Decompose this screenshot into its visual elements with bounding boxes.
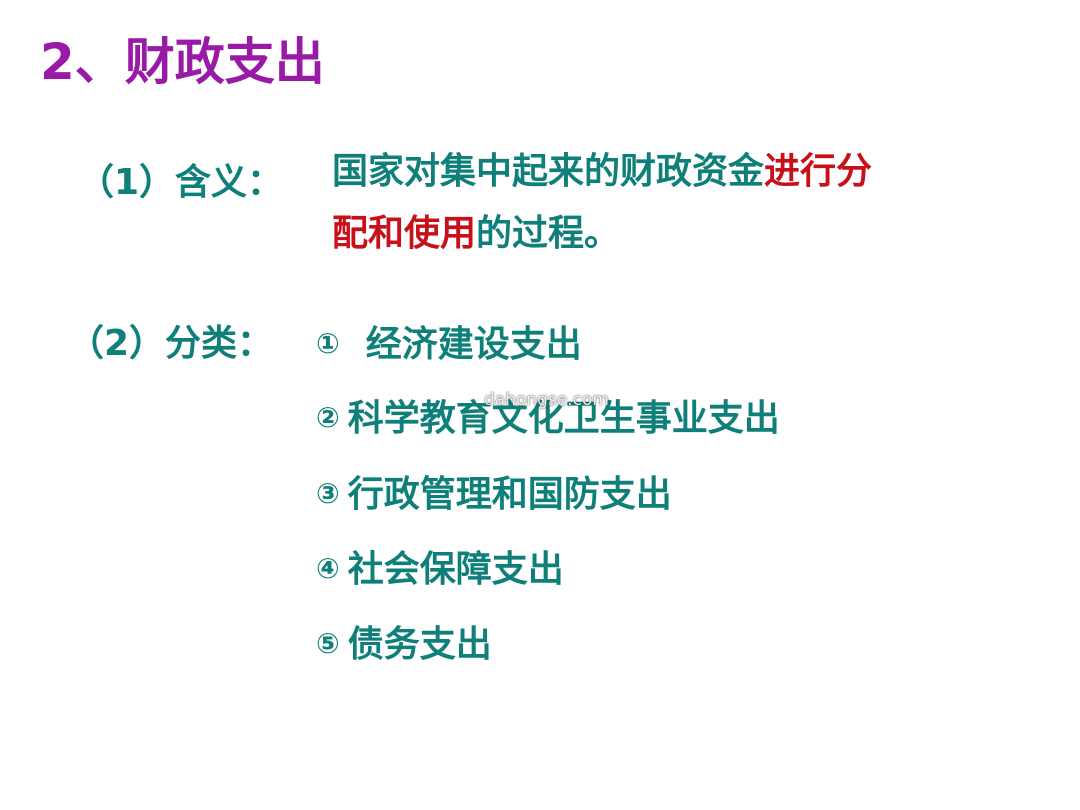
- item-marker: ④: [316, 552, 340, 585]
- item-text: 经济建设支出: [365, 324, 582, 365]
- definition-line-2: 配和使用的过程。: [332, 210, 620, 258]
- definition-highlight: 配和使用: [332, 213, 477, 254]
- item-marker: ②: [316, 401, 340, 434]
- item-text: 科学教育文化卫生事业支出: [347, 398, 780, 439]
- definition-text: 的过程。: [476, 213, 621, 254]
- watermark: dahongse.com: [484, 390, 609, 410]
- item-text: 行政管理和国防支出: [347, 474, 672, 515]
- page-title: 2、财政支出: [40, 33, 325, 91]
- item-text: 债务支出: [347, 624, 492, 665]
- definition-highlight: 进行分: [764, 151, 873, 192]
- definition-label: （1）含义：: [78, 162, 284, 203]
- definition-line-1: 国家对集中起来的财政资金进行分: [332, 148, 872, 196]
- item-marker: ①: [316, 327, 340, 360]
- classification-label: （2）分类：: [68, 323, 274, 364]
- item-text: 社会保障支出: [347, 549, 564, 590]
- item-marker: ⑤: [316, 627, 340, 660]
- item-marker: ③: [316, 477, 340, 510]
- list-item: ① 经济建设支出: [316, 320, 582, 369]
- definition-text: 国家对集中起来的财政资金: [332, 151, 765, 192]
